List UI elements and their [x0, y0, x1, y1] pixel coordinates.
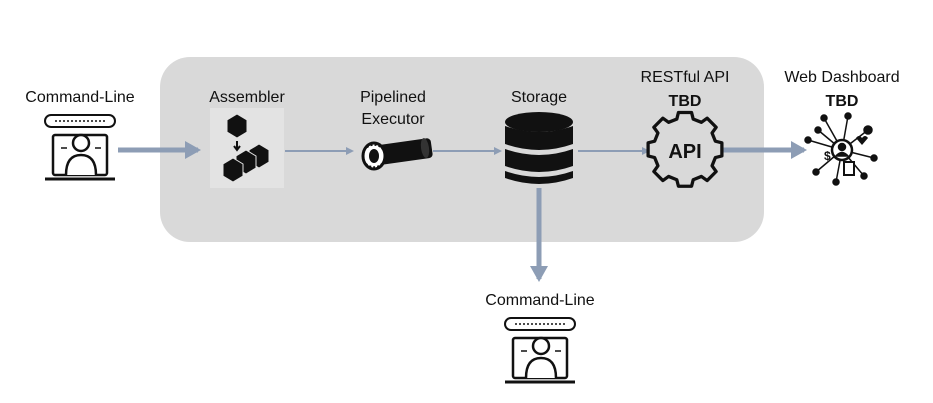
assembler-label: Assembler	[209, 89, 285, 106]
api-icon-text: API	[668, 141, 701, 163]
dashboard-label: Web Dashboard	[784, 69, 900, 86]
dashboard-network-icon: $	[804, 112, 878, 186]
database-icon	[505, 112, 573, 184]
cli-left-label: Command-Line	[25, 89, 135, 106]
command-line-user-icon	[44, 114, 116, 181]
system-container	[160, 57, 764, 242]
cli-bottom-label: Command-Line	[485, 292, 595, 309]
api-label: RESTful API	[640, 69, 730, 86]
assembler-blocks-icon	[210, 108, 284, 188]
executor-label-line2: Executor	[361, 111, 425, 128]
dashboard-status: TBD	[825, 93, 859, 110]
api-gear-icon: API	[646, 110, 724, 188]
pipeline-icon	[361, 138, 433, 171]
storage-label: Storage	[510, 89, 568, 106]
command-line-user-icon	[504, 317, 576, 384]
api-status: TBD	[668, 93, 702, 110]
executor-label-line1: Pipelined	[360, 89, 426, 106]
svg-text:$: $	[824, 149, 831, 163]
